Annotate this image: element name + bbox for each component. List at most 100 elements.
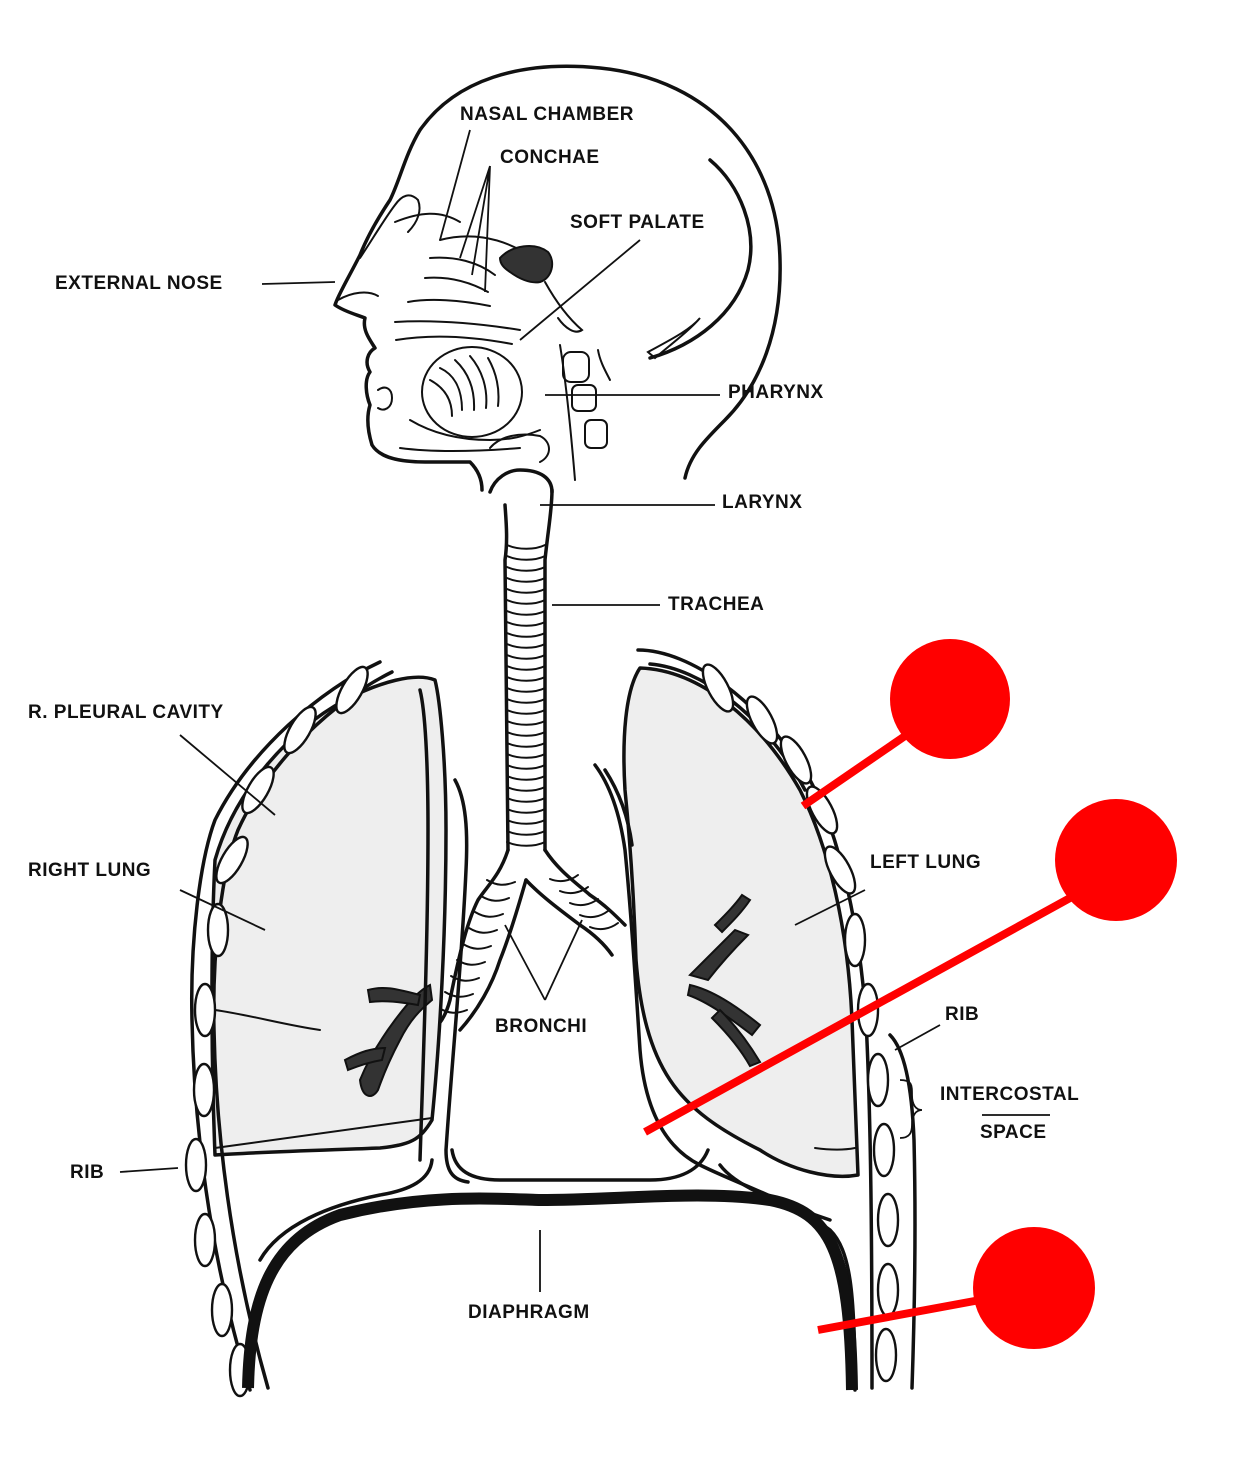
- svg-text:INTERCOSTAL: INTERCOSTAL: [940, 1084, 1079, 1105]
- right-chest-wall: [184, 660, 470, 1398]
- svg-text:TRACHEA: TRACHEA: [668, 594, 764, 615]
- head-outline: [333, 64, 782, 494]
- trachea-ring: [506, 665, 546, 671]
- label-external-nose: EXTERNAL NOSE: [55, 273, 336, 294]
- rib-segment: [866, 1052, 890, 1108]
- label-larynx: LARYNX: [540, 492, 802, 513]
- trachea-ring: [506, 698, 546, 704]
- rib-segment: [874, 1327, 898, 1383]
- label-pharynx: PHARYNX: [545, 382, 824, 403]
- pin-2-line: [643, 894, 1072, 1136]
- bronchus-ring: [579, 910, 609, 919]
- trachea-ring: [506, 577, 546, 583]
- svg-text:RIB: RIB: [70, 1162, 104, 1183]
- pin-marker-3[interactable]: [817, 1227, 1095, 1349]
- trachea-ring: [506, 676, 546, 682]
- left-lung: [622, 666, 860, 1179]
- rib-segment: [701, 663, 735, 713]
- trachea-tube: [503, 488, 554, 852]
- bronchus-ring: [569, 898, 599, 907]
- rib-segment: [843, 912, 867, 968]
- trachea-ring: [506, 720, 546, 726]
- trachea-ring: [506, 566, 546, 572]
- trachea-ring: [506, 764, 546, 770]
- bronchus-ring: [462, 943, 492, 950]
- label-trachea: TRACHEA: [552, 594, 764, 615]
- label-rib-left: RIB: [70, 1162, 179, 1183]
- pin-marker-2[interactable]: [643, 799, 1177, 1136]
- label-bronchi: BRONCHI: [495, 919, 587, 1037]
- trachea-ring: [506, 775, 546, 781]
- right-lung: [210, 675, 448, 1157]
- pin-3-head[interactable]: [973, 1227, 1095, 1349]
- bronchus-ring: [486, 879, 516, 886]
- svg-text:BRONCHI: BRONCHI: [495, 1016, 587, 1037]
- label-nasal-chamber: NASAL CHAMBER: [439, 104, 634, 241]
- label-rib-right: RIB: [894, 1004, 979, 1051]
- pin-2-head[interactable]: [1055, 799, 1177, 921]
- svg-text:R. PLEURAL CAVITY: R. PLEURAL CAVITY: [28, 702, 224, 723]
- trachea-ring: [506, 544, 546, 550]
- trachea-ring: [506, 709, 546, 715]
- rib-segment: [335, 665, 369, 715]
- trachea-ring: [506, 830, 546, 836]
- rib-segment: [779, 735, 813, 785]
- trachea-ring: [506, 610, 546, 616]
- trachea-ring: [506, 808, 546, 814]
- trachea-ring: [506, 731, 546, 737]
- rib-segment: [823, 845, 857, 895]
- pin-marker-1[interactable]: [800, 639, 1010, 810]
- bronchus-ring: [589, 922, 619, 931]
- trachea-ring: [506, 687, 546, 693]
- rib-segment: [210, 1282, 234, 1338]
- trachea-ring: [506, 753, 546, 759]
- rib-segment: [283, 705, 317, 755]
- trachea-ring: [506, 555, 546, 561]
- rib-segment: [193, 982, 217, 1038]
- trachea-ring: [506, 797, 546, 803]
- rib-segment: [192, 1062, 216, 1118]
- rib-segment: [206, 902, 230, 958]
- bronchus-ring: [450, 975, 480, 982]
- bronchus-ring: [474, 911, 504, 918]
- label-r-pleural-cavity: R. PLEURAL CAVITY: [28, 702, 276, 816]
- rib-segment: [876, 1262, 900, 1318]
- svg-text:SPACE: SPACE: [980, 1122, 1047, 1143]
- svg-text:LARYNX: LARYNX: [722, 492, 802, 513]
- bronchus-ring: [549, 874, 579, 883]
- rib-segment: [215, 835, 249, 885]
- trachea-ring: [506, 654, 546, 660]
- svg-text:EXTERNAL NOSE: EXTERNAL NOSE: [55, 273, 223, 294]
- trachea-ring: [506, 643, 546, 649]
- svg-text:RIB: RIB: [945, 1004, 979, 1025]
- svg-text:DIAPHRAGM: DIAPHRAGM: [468, 1302, 590, 1323]
- rib-segment: [872, 1122, 896, 1178]
- trachea-ring: [506, 599, 546, 605]
- trachea-ring: [506, 841, 546, 847]
- svg-text:LEFT LUNG: LEFT LUNG: [870, 852, 981, 873]
- pin-1-line: [800, 732, 908, 810]
- label-right-lung: RIGHT LUNG: [28, 860, 266, 931]
- trachea-ring: [506, 742, 546, 748]
- pin-1-head[interactable]: [890, 639, 1010, 759]
- left-chest-wall: [593, 648, 917, 1392]
- trachea-ring: [506, 588, 546, 594]
- label-diaphragm: DIAPHRAGM: [468, 1230, 590, 1323]
- trachea-ring: [506, 786, 546, 792]
- rib-segment: [745, 695, 779, 745]
- rib-segment: [876, 1192, 900, 1248]
- label-conchae: CONCHAE: [459, 147, 600, 293]
- trachea-ring: [506, 632, 546, 638]
- bronchus-ring: [559, 886, 589, 895]
- rib-segment: [241, 765, 275, 815]
- svg-text:PHARYNX: PHARYNX: [728, 382, 824, 403]
- diaphragm-muscle: [242, 1189, 858, 1391]
- trachea-ring: [506, 621, 546, 627]
- trachea-ring: [506, 819, 546, 825]
- rib-segment: [184, 1137, 208, 1193]
- svg-text:NASAL CHAMBER: NASAL CHAMBER: [460, 104, 634, 125]
- label-intercostal-space: INTERCOSTAL SPACE: [899, 1079, 1079, 1143]
- svg-text:CONCHAE: CONCHAE: [500, 147, 600, 168]
- bronchus-ring: [468, 927, 498, 934]
